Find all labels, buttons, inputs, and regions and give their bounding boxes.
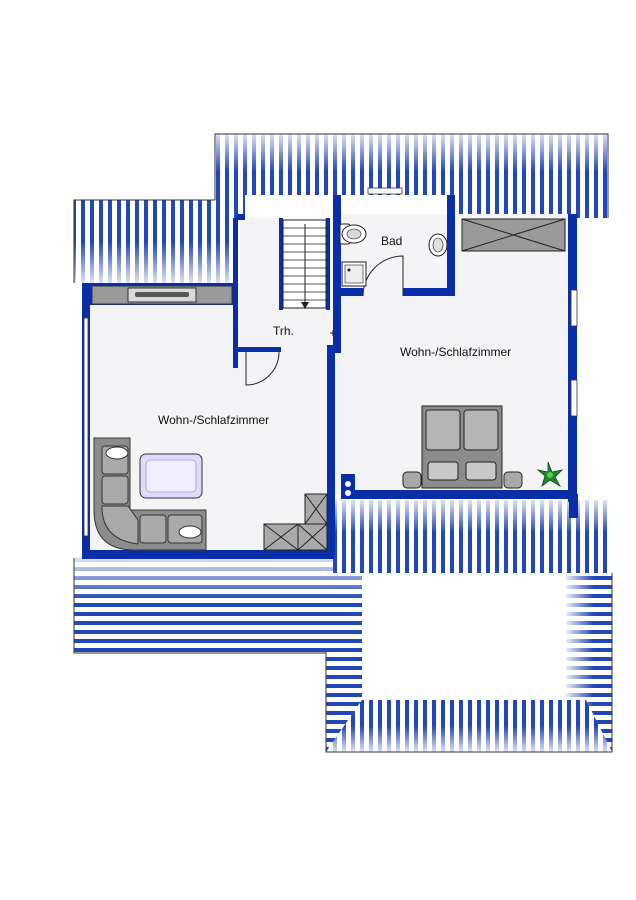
stair-arrow-icon [301,224,309,309]
sofa-icon [93,437,207,551]
coffee-table [139,453,203,499]
room-label-bath: Bad [381,234,402,248]
room-label-living-right: Wohn-/Schlafzimmer [400,345,511,359]
roof-areas [73,133,613,753]
cabinet-icon [263,493,328,551]
windows [83,187,578,537]
roof-balcony-left [326,652,362,752]
room-label-living-left: Wohn-/Schlafzimmer [158,413,269,427]
shower-icon [341,261,367,287]
room-label-stairwell: Trh. [273,324,294,338]
doors [245,255,404,386]
plant-icon [536,461,564,488]
sink-icon [428,233,448,257]
toilet-icon [339,223,367,245]
wardrobe-icon [461,218,566,252]
outlets [345,481,351,496]
sideboard-icon [91,285,233,305]
staircase [282,219,327,309]
double-bed-icon [402,405,523,489]
